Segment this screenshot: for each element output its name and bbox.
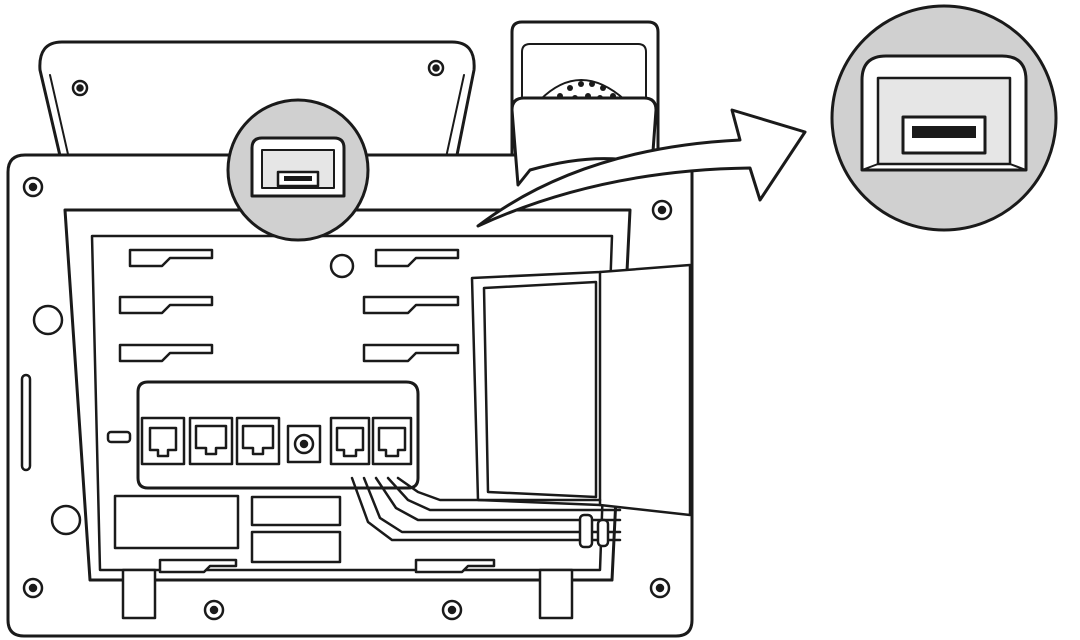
screws xyxy=(22,59,673,621)
rj9-port-icon xyxy=(329,416,371,466)
screw-icon xyxy=(71,79,89,97)
rj9-port-icon xyxy=(140,416,186,466)
rj9-port-icon xyxy=(371,416,413,466)
side-features xyxy=(20,304,82,536)
rj45-port-icon xyxy=(188,416,234,466)
port-bay xyxy=(106,380,420,490)
screw-icon xyxy=(427,59,445,77)
screw-icon xyxy=(22,176,44,198)
stand xyxy=(470,263,692,517)
side-slot xyxy=(20,373,32,472)
usb-port-icon xyxy=(250,136,346,198)
screw-icon xyxy=(649,577,671,599)
mount-hole xyxy=(32,304,64,336)
usb-magnified-view xyxy=(830,4,1058,232)
usb-highlight xyxy=(226,98,370,242)
feet xyxy=(121,568,574,620)
screw-icon xyxy=(22,577,44,599)
led-indicator xyxy=(106,430,132,444)
cable-clips xyxy=(118,248,460,363)
dc-power-port-icon xyxy=(286,424,322,464)
screw-icon xyxy=(651,199,673,221)
screw-icon xyxy=(441,599,463,621)
arrow-icon xyxy=(476,108,807,228)
usb-port-icon xyxy=(860,54,1028,172)
screw-icon xyxy=(203,599,225,621)
lower-compartments xyxy=(113,494,496,574)
handset-body xyxy=(510,96,658,187)
mount-hole xyxy=(50,504,82,536)
cables xyxy=(350,476,622,549)
rj45-port-icon xyxy=(235,416,281,466)
